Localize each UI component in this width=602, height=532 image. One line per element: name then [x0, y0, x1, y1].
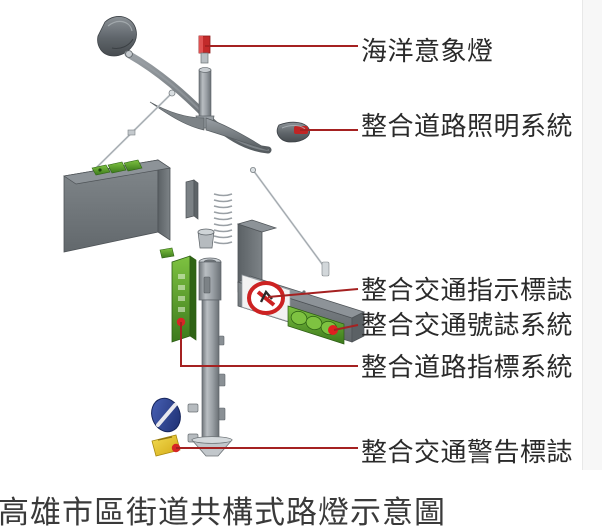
leader-line-road-marker: [180, 322, 358, 367]
label-integrated-traffic-guide-sign: 整合交通指示標誌: [361, 275, 574, 305]
pole-base-flange: [191, 436, 233, 457]
no-turn-prohibition-sign: [241, 274, 291, 323]
yellow-warning-sign: [151, 434, 181, 457]
leader-line-guide-sign: [267, 288, 359, 298]
traffic-sign-and-signal-panel: [236, 219, 365, 345]
upper-pole-segment: [149, 67, 269, 151]
label-marine-image-light: 海洋意象燈: [361, 36, 494, 66]
leader-lines: [176, 45, 359, 449]
label-integrated-road-lighting: 整合道路照明系統: [361, 111, 574, 141]
leader-line-traffic-signal: [333, 324, 359, 331]
street-lamp-head: [97, 16, 137, 57]
diagram-caption: 高雄市區街道共構式路燈示意圖: [0, 495, 446, 530]
page-right-edge: [582, 0, 602, 470]
label-integrated-traffic-signal: 整合交通號誌系統: [361, 310, 574, 340]
large-guide-sign-panel: [63, 159, 175, 259]
vertical-street-name-sign: [171, 255, 197, 343]
road-lighting-fixture: [276, 121, 310, 143]
traffic-signal-heads: [287, 305, 345, 345]
label-integrated-traffic-warning: 整合交通警告標誌: [361, 437, 574, 467]
pole-collar-part: [197, 228, 215, 249]
mounting-bracket-part: [185, 179, 199, 220]
pole-anchor-bolts: [187, 403, 199, 443]
label-integrated-road-marker: 整合道路指標系統: [361, 352, 574, 382]
left-guy-wire: [85, 89, 176, 179]
marine-image-light-module: [198, 35, 211, 64]
main-pole-mast: [198, 257, 226, 443]
curved-lamp-arm: [124, 50, 272, 154]
right-guy-wire: [249, 166, 330, 277]
blue-circular-regulatory-sign: [151, 397, 181, 433]
spring-coil-part: [213, 193, 233, 245]
